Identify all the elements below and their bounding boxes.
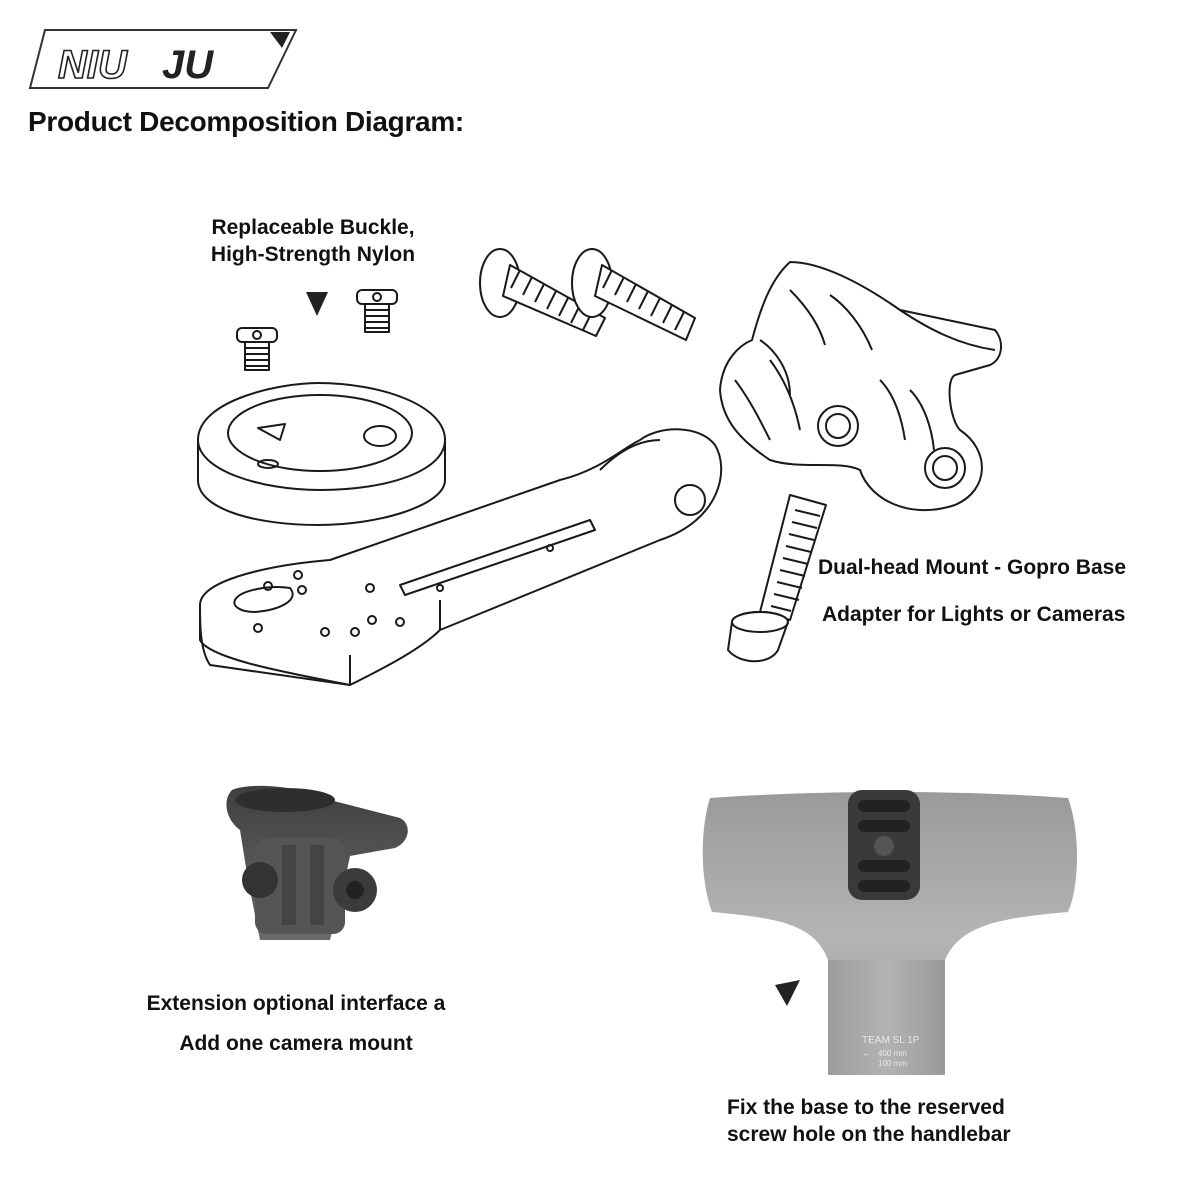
handlebar-size-a-text: 400 mm bbox=[878, 1049, 907, 1058]
bolt-icon bbox=[479, 248, 606, 337]
screw-icon bbox=[236, 327, 278, 371]
buckle-caption-line-2: High-Strength Nylon bbox=[210, 243, 416, 267]
gopro-mount-icon bbox=[848, 790, 920, 900]
buckle-caption: Replaceable Buckle, High-Strength Nylon bbox=[188, 214, 438, 269]
handlebar-caption-line-2: screw hole on the handlebar bbox=[727, 1123, 1011, 1146]
bolt-icon bbox=[727, 494, 827, 663]
page-title: Product Decomposition Diagram: bbox=[28, 106, 464, 137]
gopro-caption-line-2: Adapter for Lights or Cameras bbox=[822, 603, 1126, 626]
gopro-mount-icon bbox=[719, 261, 1002, 512]
computer-ring-icon bbox=[197, 382, 446, 526]
buckle-caption-line-1: Replaceable Buckle, bbox=[211, 216, 415, 239]
pointer-arrow-icon bbox=[306, 292, 328, 316]
width-arrow-icon: ↔ bbox=[862, 1049, 870, 1058]
bolt-icon bbox=[571, 248, 696, 341]
handlebar-size-b-text: 100 mm bbox=[878, 1059, 907, 1068]
logo: NIU JU bbox=[28, 29, 298, 89]
extension-caption-line-1: Extension optional interface a bbox=[146, 992, 446, 1015]
stem-arm-icon bbox=[199, 428, 723, 686]
gopro-caption-line-1: Dual-head Mount - Gopro Base bbox=[818, 556, 1127, 579]
exploded-diagram bbox=[197, 248, 1002, 686]
handlebar-model-text: TEAM SL 1P bbox=[862, 1035, 920, 1046]
logo-text-left: NIU bbox=[58, 43, 128, 87]
handlebar-caption: Fix the base to the reserved screw hole … bbox=[727, 1094, 1011, 1148]
pointer-arrow-icon bbox=[775, 980, 800, 1006]
screw-icon bbox=[356, 289, 398, 333]
extension-caption-line-2: Add one camera mount bbox=[179, 1032, 413, 1055]
logo-text-right: JU bbox=[162, 43, 214, 87]
extension-caption: Extension optional interface a Add one c… bbox=[118, 988, 474, 1060]
handlebar-caption-line-1: Fix the base to the reserved bbox=[727, 1096, 1005, 1119]
